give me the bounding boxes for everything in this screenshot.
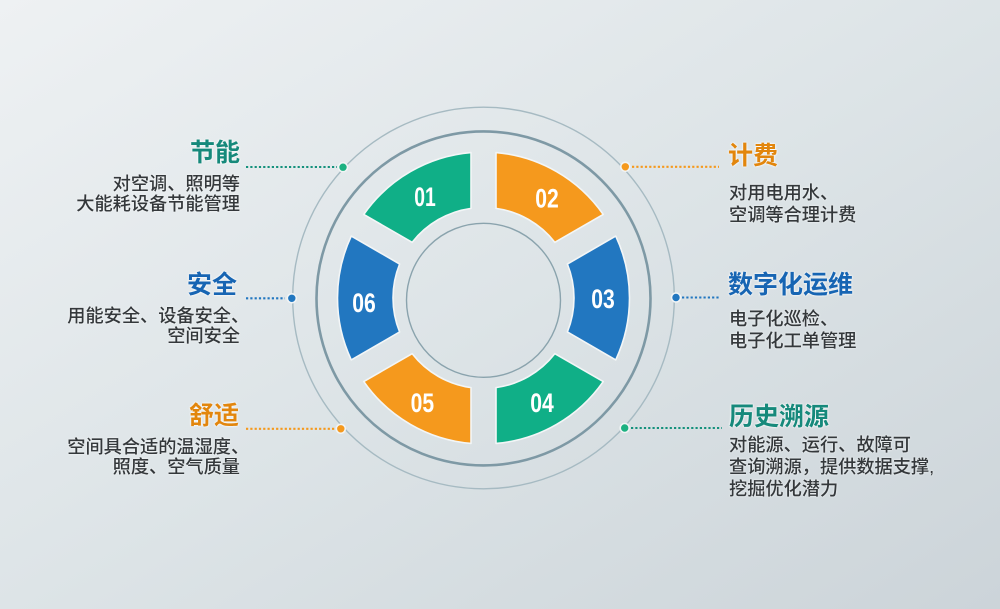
svg-text:05: 05 — [411, 388, 435, 418]
svg-text:04: 04 — [530, 388, 554, 418]
svg-text:01: 01 — [414, 182, 436, 212]
svg-text:03: 03 — [591, 284, 615, 314]
svg-text:06: 06 — [352, 288, 376, 318]
svg-text:02: 02 — [535, 184, 559, 214]
